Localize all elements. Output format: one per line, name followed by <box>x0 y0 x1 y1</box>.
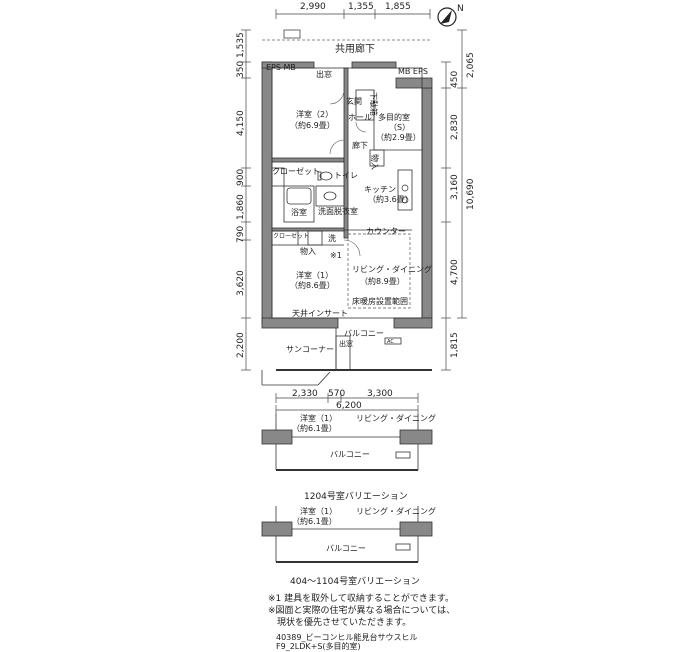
eps-mb-left-label: EPS MB <box>266 63 296 72</box>
bottom-dim-total: 6,200 <box>336 401 362 411</box>
multi-room-s: （S） <box>389 123 410 132</box>
compass-n-label: N <box>457 4 464 14</box>
bottom-dim-2: 570 <box>328 389 345 399</box>
genkan-label: 玄関 <box>346 96 362 106</box>
sun-corner-label: サンコーナー <box>286 345 334 354</box>
left-dim-1: 1,535 <box>236 32 246 58</box>
door-swings <box>329 89 367 257</box>
floor-heating-label: 床暖房設置範囲 <box>352 296 408 306</box>
demado-top-label: 出窓 <box>316 69 332 79</box>
right-dim-5: 1,815 <box>450 332 460 358</box>
mb-eps-right-label: MB EPS <box>398 67 428 76</box>
corridor-label: 共用廊下 <box>335 42 375 55</box>
bottom-dimension-line <box>275 393 419 415</box>
washroom-label: 洗面脱衣室 <box>318 206 358 216</box>
common-corridor <box>262 29 432 41</box>
note-1: ※1 建具を取外して収納することができます。 <box>268 594 454 604</box>
storage1-label: 物入 <box>370 154 380 170</box>
closet2-label: クローゼット <box>273 232 309 240</box>
top-dim-2: 1,355 <box>348 2 374 12</box>
top-dim-1: 2,990 <box>300 2 326 12</box>
left-dim-7: 3,620 <box>236 270 246 296</box>
footer-property: 40389_ビーコンヒル能見台サウスヒル <box>276 633 418 642</box>
right-outer-dim-2: 10,690 <box>466 178 476 210</box>
bedroom1-size: （約8.6畳） <box>290 280 335 290</box>
variation-2-plan: 洋室（1） （約6.1畳） リビング・ダイニング バルコニー <box>261 506 436 563</box>
note-mark: ※1 <box>330 251 342 260</box>
ac-label: AC <box>387 339 394 345</box>
left-dim-5: 1,860 <box>236 194 246 220</box>
right-dim-1: 450 <box>450 71 460 88</box>
living-label: リビング・ダイニング <box>352 264 432 274</box>
bottom-dim-3: 3,300 <box>367 389 393 399</box>
multi-room-label: 多目的室 <box>378 112 410 122</box>
kitchen-size: （約3.6畳） <box>368 194 413 204</box>
floor-heating-zone <box>347 233 411 309</box>
top-dimension-line <box>275 9 431 19</box>
living-size: （約8.9畳） <box>360 276 405 286</box>
stove-icon <box>401 184 409 204</box>
note-3: 現状を優先させていただきます。 <box>268 618 412 628</box>
footer-layout: F9_2LDK+S(多目的室) <box>276 642 361 651</box>
right-outer-dim-1: 2,065 <box>466 52 476 78</box>
demado-bottom-label: 出窓 <box>339 339 353 348</box>
bedroom2-size: （約6.9畳） <box>290 120 335 130</box>
wash-label: 洗 <box>328 233 336 243</box>
kitchen-label: キッチン <box>364 185 396 194</box>
storage2-label: 物入 <box>300 246 316 256</box>
bottom-dim-1: 2,330 <box>292 389 318 399</box>
left-dim-2: 350 <box>236 61 246 78</box>
var2-living-label: リビング・ダイニング <box>356 506 436 516</box>
bedroom1-label: 洋室（1） <box>296 270 333 280</box>
counter-label: カウンター <box>366 227 406 236</box>
rouka-label: 廊下 <box>352 140 368 150</box>
ceiling-insert-label: 天井インサート <box>292 308 348 318</box>
multi-room-size: （約2.9畳） <box>376 132 421 142</box>
room-partitions <box>271 67 423 319</box>
left-dim-8: 2,200 <box>236 332 246 358</box>
left-dim-6: 790 <box>236 226 246 243</box>
variation-2-caption: 404～1104号室バリエーション <box>290 577 420 587</box>
toilet-label: トイレ <box>334 171 358 180</box>
bedroom2-label: 洋室（2） <box>296 109 333 119</box>
balcony-label: バルコニー <box>344 329 384 338</box>
top-dim-3: 1,855 <box>385 2 411 12</box>
var1-bedroom-size: （約6.1畳） <box>292 423 337 433</box>
note-2: ※図面と実際の住宅が異なる場合については、 <box>268 606 456 616</box>
north-compass-icon: N <box>437 4 464 27</box>
right-dimension-lines <box>441 29 467 371</box>
left-dim-3: 4,150 <box>236 110 246 136</box>
variation-1-plan: 洋室（1） （約6.1畳） リビング・ダイニング バルコニー <box>261 413 436 471</box>
sink-icon <box>323 191 337 201</box>
var2-bedroom-size: （約6.1畳） <box>292 516 337 526</box>
left-dim-4: 900 <box>236 169 246 186</box>
variation-1-caption: 1204号室バリエーション <box>304 492 408 502</box>
bath-label: 浴室 <box>291 207 307 217</box>
right-dim-3: 3,160 <box>450 174 460 200</box>
var1-balcony-label: バルコニー <box>330 450 370 459</box>
var2-balcony-label: バルコニー <box>326 544 366 553</box>
right-dim-4: 4,700 <box>450 259 460 285</box>
closet-label: クローゼット <box>272 166 320 176</box>
right-dim-2: 2,830 <box>450 114 460 140</box>
shoebox-label: 下駄箱 <box>369 92 379 116</box>
hall-label: ホール <box>348 113 372 122</box>
var1-bedroom-label: 洋室（1） <box>300 413 337 423</box>
var2-bedroom-label: 洋室（1） <box>300 506 337 516</box>
toilet-icon <box>317 171 333 181</box>
left-dimension-line <box>241 29 251 371</box>
var1-living-label: リビング・ダイニング <box>356 413 436 423</box>
bathtub-icon <box>286 187 312 205</box>
